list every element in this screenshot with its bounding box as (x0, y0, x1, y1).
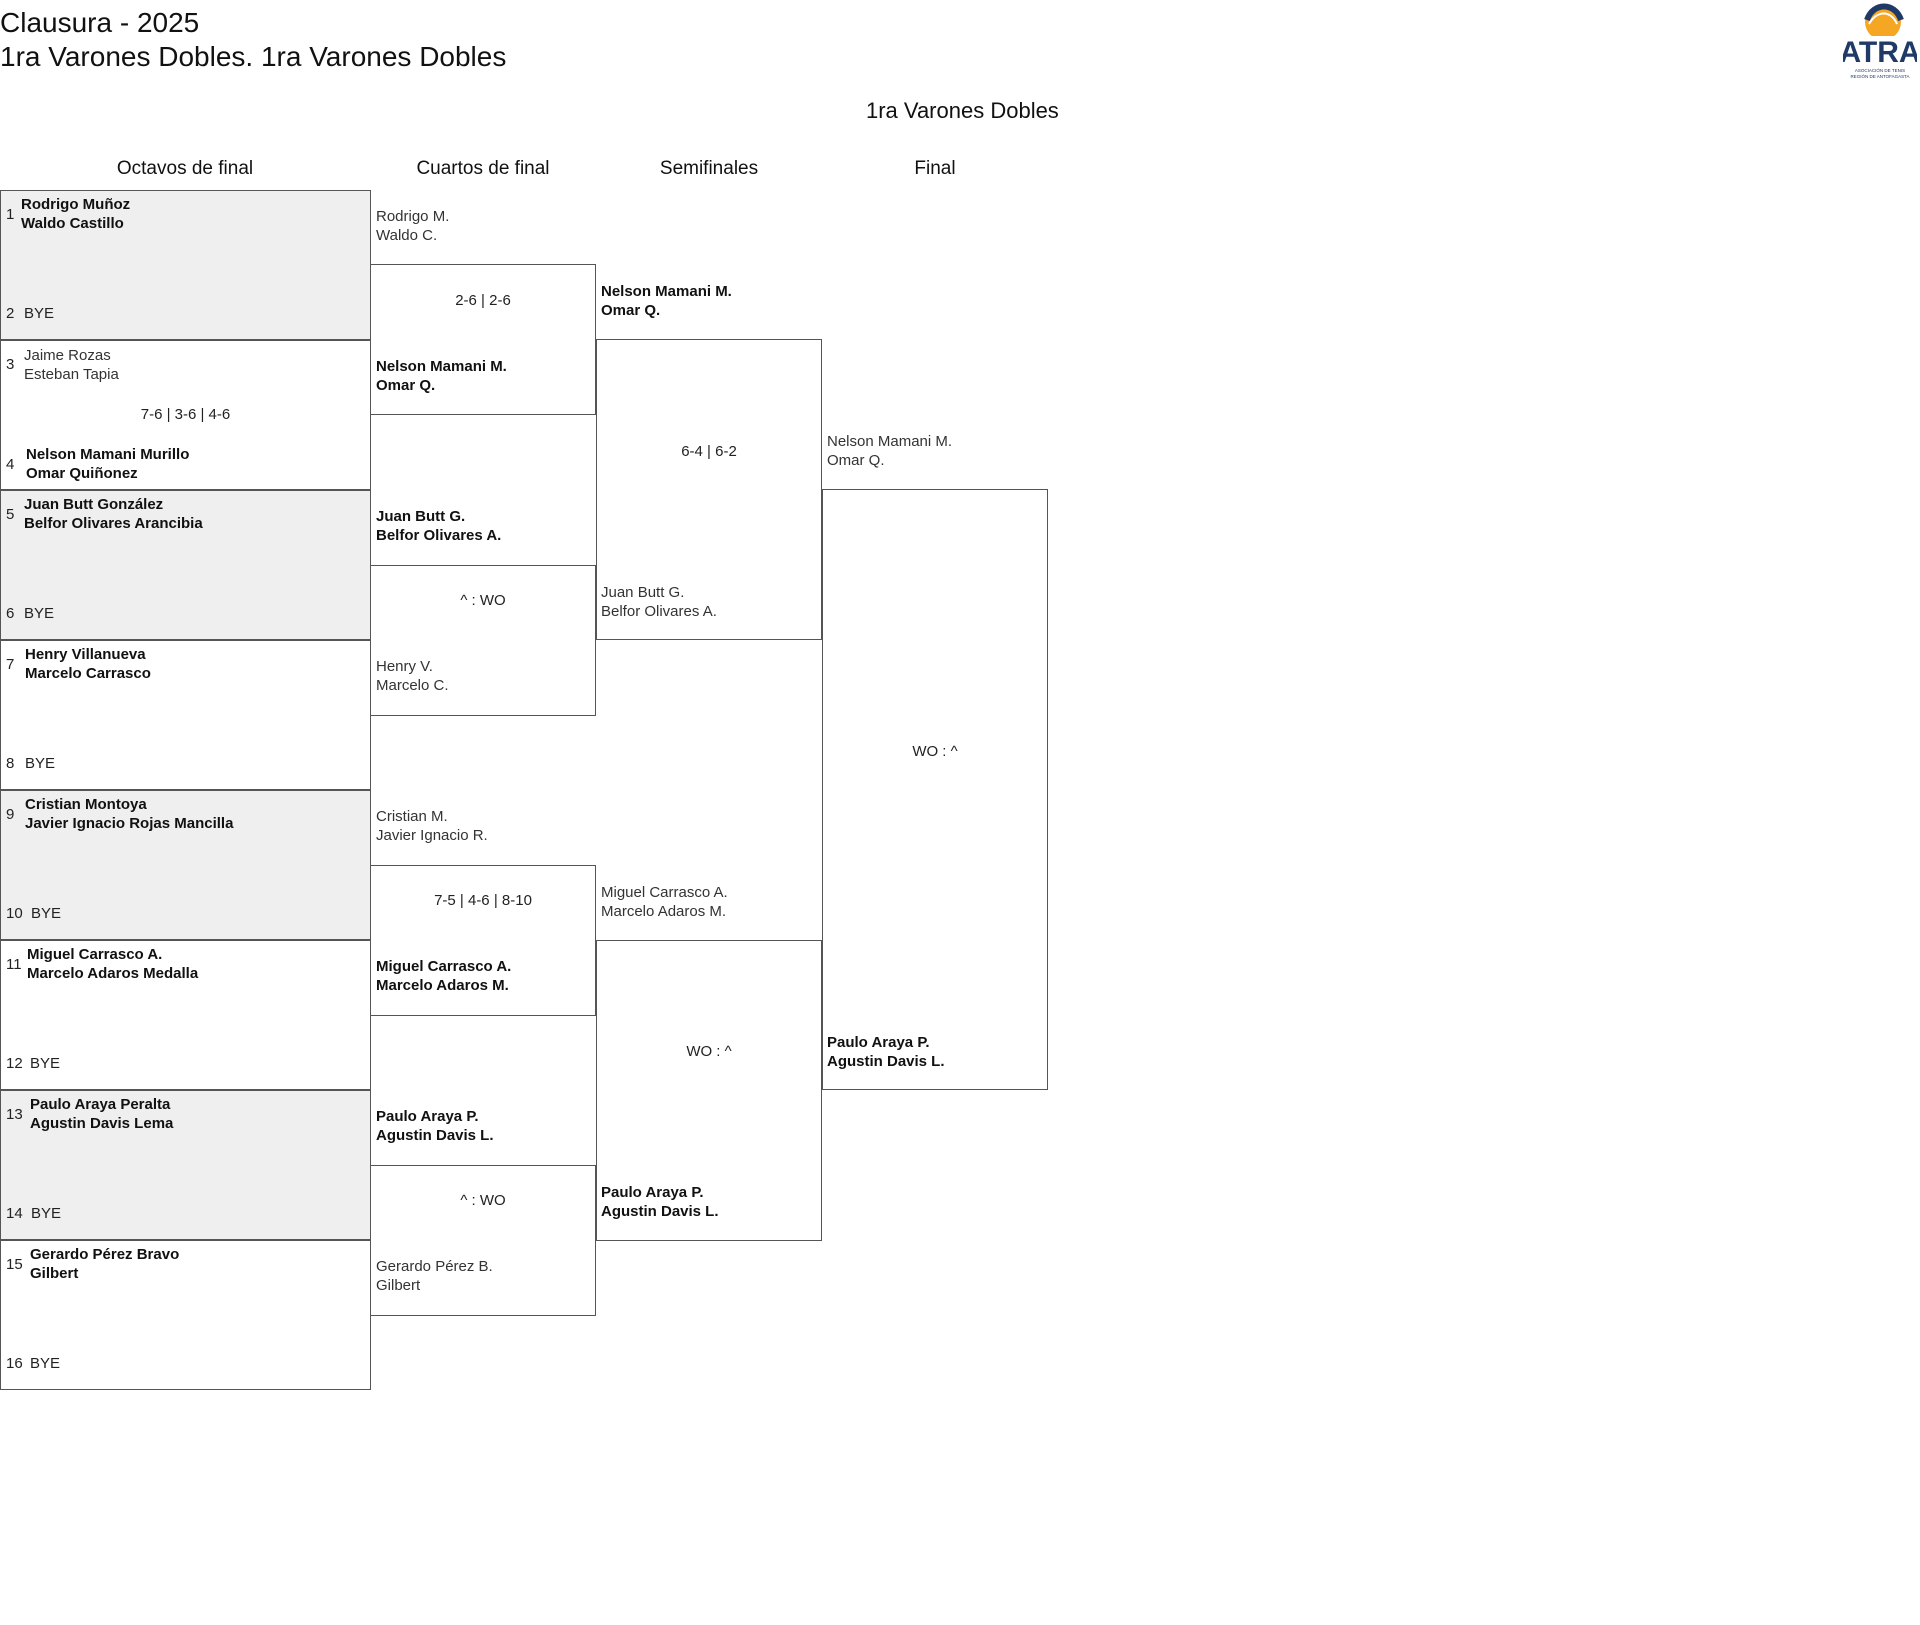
round-header-r16: Octavos de final (116, 158, 254, 179)
svg-text:REGIÓN DE ANTOFAGASTA: REGIÓN DE ANTOFAGASTA (1850, 73, 1909, 79)
r16-match-box (0, 790, 371, 940)
player-name: Belfor Olivares Arancibia (24, 515, 203, 532)
player-name: Omar Quiñonez (26, 465, 138, 482)
player-name: Omar Q. (376, 377, 436, 394)
qf-match-box (370, 565, 596, 716)
player-name: Marcelo Adaros Medalla (27, 965, 199, 982)
player-name: Rodrigo Muñoz (21, 196, 131, 213)
match-score: 7-6 | 3-6 | 4-6 (140, 406, 231, 423)
bye-label: BYE (25, 755, 56, 772)
player-name: Javier Ignacio R. (376, 827, 488, 844)
player-name: Nelson Mamani M. (601, 283, 732, 300)
player-name: Omar Q. (601, 302, 661, 319)
player-name: Cristian Montoya (25, 796, 147, 813)
sf-match-box (596, 940, 822, 1241)
seed-number: 10 (6, 905, 23, 922)
r16-match-box (0, 340, 371, 490)
player-name: Javier Ignacio Rojas Mancilla (25, 815, 234, 832)
draw-title: 1ra Varones Dobles (866, 98, 1059, 123)
round-header-qf: Cuartos de final (416, 158, 550, 179)
qf-match-box (370, 865, 596, 1016)
player-name: Marcelo Carrasco (25, 665, 151, 682)
match-score: 6-4 | 6-2 (681, 443, 737, 460)
player-name: Miguel Carrasco A. (601, 884, 728, 901)
player-name: Waldo Castillo (21, 215, 124, 232)
seed-number: 9 (6, 806, 15, 823)
r16-match-box (0, 190, 371, 340)
player-name: Nelson Mamani M. (827, 433, 953, 450)
player-name: Omar Q. (827, 452, 885, 469)
player-name: Juan Butt G. (376, 508, 466, 525)
seed-number: 16 (6, 1355, 23, 1372)
player-name: Gerardo Pérez Bravo (30, 1246, 180, 1263)
player-name: Esteban Tapia (24, 366, 119, 383)
player-name: Nelson Mamani Murillo (26, 446, 190, 463)
seed-number: 14 (6, 1205, 23, 1222)
player-name: Waldo C. (376, 227, 438, 244)
bye-label: BYE (30, 1055, 61, 1072)
player-name: Nelson Mamani M. (376, 358, 507, 375)
bye-label: BYE (30, 1355, 61, 1372)
player-name: Marcelo Adaros M. (601, 903, 727, 920)
tournament-title: Clausura - 2025 (0, 7, 200, 38)
seed-number: 11 (6, 956, 22, 973)
r16-match-box (0, 1090, 371, 1240)
player-name: Juan Butt G. (601, 584, 685, 601)
bye-label: BYE (31, 905, 62, 922)
match-score: ^ : WO (460, 1192, 506, 1209)
player-name: Juan Butt González (24, 496, 164, 513)
seed-number: 5 (6, 506, 15, 523)
seed-number: 8 (6, 755, 15, 772)
qf-match-box (370, 1165, 596, 1316)
logo-text: ATRA (1843, 36, 1917, 69)
match-score: WO : ^ (686, 1043, 732, 1060)
seed-number: 2 (6, 305, 15, 322)
match-score: 2-6 | 2-6 (455, 292, 511, 309)
player-name: Paulo Araya P. (827, 1034, 930, 1051)
category-title: 1ra Varones Dobles. 1ra Varones Dobles (0, 41, 507, 72)
bye-label: BYE (31, 1205, 62, 1222)
match-score: ^ : WO (460, 592, 506, 609)
player-name: Rodrigo M. (376, 208, 450, 225)
player-name: Gilbert (30, 1265, 79, 1282)
player-name: Cristian M. (376, 808, 448, 825)
player-name: Agustin Davis L. (827, 1053, 945, 1070)
player-name: Marcelo C. (376, 677, 449, 694)
player-name: Henry Villanueva (25, 646, 146, 663)
seed-number: 1 (6, 206, 15, 223)
player-name: Paulo Araya P. (376, 1108, 479, 1125)
player-name: Gerardo Pérez B. (376, 1258, 493, 1275)
round-header-final: Final (914, 158, 956, 179)
match-score: WO : ^ (912, 743, 958, 760)
player-name: Paulo Araya P. (601, 1184, 704, 1201)
seed-number: 6 (6, 605, 15, 622)
player-name: Miguel Carrasco A. (27, 946, 163, 963)
player-name: Belfor Olivares A. (601, 603, 717, 620)
match-score: 7-5 | 4-6 | 8-10 (434, 892, 532, 909)
atra-logo: ATRA ASOCIACIÓN DE TENIS REGIÓN DE ANTOF… (1839, 0, 1920, 82)
player-name: Jaime Rozas (24, 347, 111, 364)
qf-match-box (370, 264, 596, 415)
seed-number: 12 (6, 1055, 23, 1072)
player-name: Gilbert (376, 1277, 421, 1294)
svg-text:ASOCIACIÓN DE TENIS: ASOCIACIÓN DE TENIS (1855, 67, 1905, 73)
player-name: Miguel Carrasco A. (376, 958, 512, 975)
round-header-sf: Semifinales (659, 158, 759, 179)
player-name: Agustin Davis L. (376, 1127, 494, 1144)
player-name: Marcelo Adaros M. (376, 977, 509, 994)
player-name: Paulo Araya Peralta (30, 1096, 171, 1113)
seed-number: 4 (6, 456, 15, 473)
bye-label: BYE (24, 305, 55, 322)
seed-number: 7 (6, 656, 15, 673)
seed-number: 3 (6, 356, 15, 373)
bye-label: BYE (24, 605, 55, 622)
player-name: Henry V. (376, 658, 433, 675)
sf-match-box (596, 339, 822, 640)
final-match-box (822, 489, 1048, 1090)
seed-number: 15 (6, 1256, 23, 1273)
seed-number: 13 (6, 1106, 23, 1123)
player-name: Agustin Davis L. (601, 1203, 719, 1220)
player-name: Belfor Olivares A. (376, 527, 502, 544)
player-name: Agustin Davis Lema (30, 1115, 174, 1132)
